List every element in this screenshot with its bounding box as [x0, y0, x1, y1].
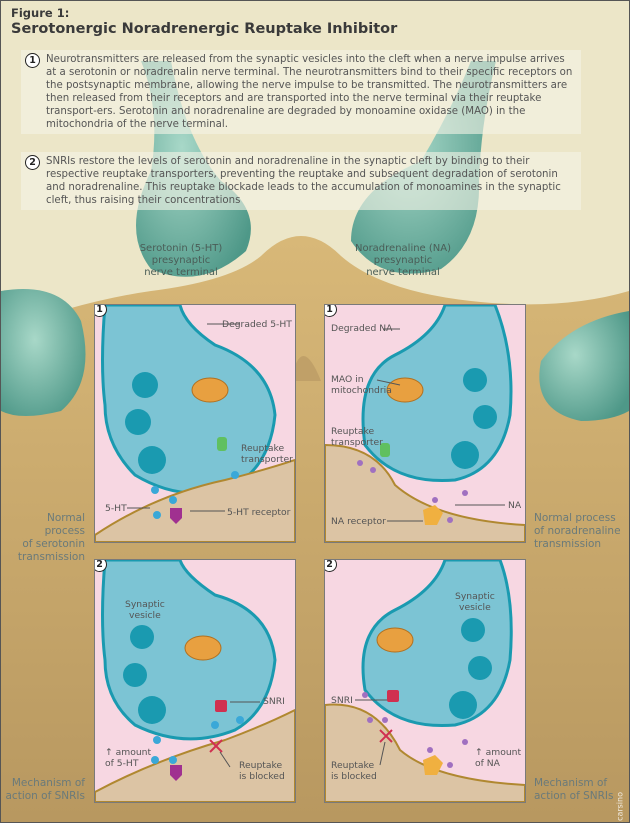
- degraded-5ht-label: Degraded 5-HT: [222, 319, 292, 330]
- snri-icon: [387, 690, 399, 702]
- step-number-badge: 1: [325, 305, 337, 317]
- snri-label: SNRI: [331, 695, 353, 706]
- snri-label: SNRI: [263, 696, 285, 707]
- synaptic-vesicle: [463, 368, 487, 392]
- left-terminal-shape: [1, 289, 86, 416]
- synaptic-vesicle: [123, 663, 147, 687]
- presynaptic-terminal: [361, 305, 513, 483]
- synaptic-vesicle: [473, 405, 497, 429]
- noradrenaline-terminal-label: Noradrenaline (NA) presynaptic nerve ter…: [354, 243, 452, 278]
- na-label: NA: [508, 500, 522, 511]
- 5ht-receptor-icon: [170, 765, 182, 781]
- panel-snri-serotonin-illustration: [95, 560, 295, 802]
- step-number-badge: 1: [95, 305, 107, 317]
- mitochondria-icon: [184, 635, 222, 661]
- na-receptor-icon: [423, 505, 443, 525]
- mitochondria-icon: [191, 377, 229, 403]
- step-number-badge: 2: [25, 155, 40, 170]
- synaptic-vesicle: [130, 625, 154, 649]
- postsynaptic-membrane: [325, 703, 525, 802]
- synaptic-vesicle: [451, 441, 479, 469]
- synaptic-vesicle: [461, 618, 485, 642]
- paragraph-1-text: Neurotransmitters are released from the …: [46, 54, 573, 130]
- reuptake-transporter-icon: [380, 443, 390, 457]
- 5ht-receptor-label: 5-HT receptor: [227, 507, 291, 518]
- step-number-badge: 1: [25, 53, 40, 68]
- blocked-x-icon: [379, 729, 393, 743]
- synaptic-vesicle: [468, 656, 492, 680]
- figure-label: Figure 1:: [11, 6, 70, 20]
- synaptic-vesicle: [132, 372, 158, 398]
- 5ht-label: 5-HT: [105, 503, 127, 514]
- artist-credit: v.carsino: [616, 792, 625, 823]
- serotonin-terminal-label: Serotonin (5-HT) presynaptic nerve termi…: [139, 243, 223, 278]
- paragraph-1: 1 Neurotransmitters are released from th…: [21, 50, 581, 134]
- mitochondria-icon: [386, 377, 424, 403]
- blocked-x-icon: [209, 739, 223, 753]
- panel-noradrenaline-illustration: [325, 305, 525, 542]
- step-number-badge: 2: [95, 560, 107, 572]
- na-receptor-icon: [423, 755, 443, 775]
- na-receptor-label: NA receptor: [331, 516, 386, 527]
- panel-serotonin-illustration: [95, 305, 295, 542]
- postsynaptic-membrane: [95, 708, 295, 802]
- paragraph-2: 2 SNRIs restore the levels of serotonin …: [21, 152, 581, 210]
- mitochondria-icon: [376, 627, 414, 653]
- paragraph-2-text: SNRIs restore the levels of serotonin an…: [46, 156, 561, 206]
- step-number-badge: 2: [325, 560, 337, 572]
- synaptic-vesicle: [449, 691, 477, 719]
- panel-snri-noradrenaline-illustration: [325, 560, 525, 802]
- synaptic-vesicle: [138, 696, 166, 724]
- degraded-na-label: Degraded NA: [331, 323, 393, 334]
- synaptic-vesicle: [138, 446, 166, 474]
- figure-title: Serotonergic Noradrenergic Reuptake Inhi…: [11, 21, 398, 37]
- presynaptic-terminal: [361, 560, 513, 728]
- 5ht-receptor-icon: [170, 508, 182, 524]
- reuptake-transporter-icon: [217, 437, 227, 451]
- snri-icon: [215, 700, 227, 712]
- postsynaptic-membrane: [95, 458, 295, 542]
- right-terminal-shape: [539, 311, 629, 421]
- synaptic-vesicle: [125, 409, 151, 435]
